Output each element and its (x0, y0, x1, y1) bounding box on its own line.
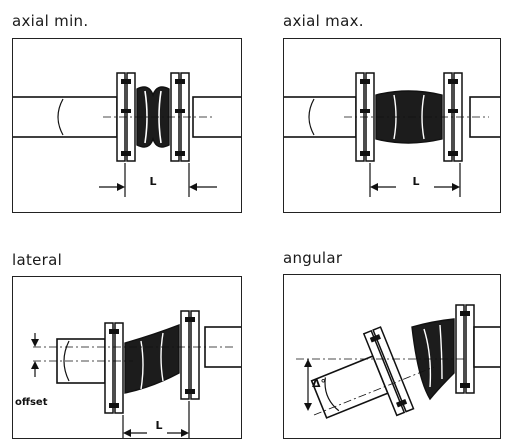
bellows (124, 323, 180, 394)
panel-axial-min: L (12, 38, 242, 213)
offset-label: offset (15, 397, 48, 408)
caption-angular: angular (283, 249, 343, 267)
caption-axial-min: axial min. (12, 12, 89, 30)
panel-axial-max: L (283, 38, 501, 213)
flange (372, 326, 415, 413)
flange (362, 329, 406, 417)
bellows (411, 318, 455, 401)
pipe-left (13, 96, 118, 138)
diagram-axial-max: L (284, 72, 500, 197)
flange (465, 304, 475, 394)
flange (180, 310, 190, 400)
flange (190, 310, 200, 400)
pipe-right (473, 326, 500, 368)
length-label: L (149, 175, 156, 188)
panel-angular: Δ° (283, 274, 501, 439)
caption-lateral: lateral (12, 251, 63, 269)
flange (104, 322, 114, 414)
flange (114, 322, 124, 414)
diagram-angular: Δ° (296, 304, 500, 419)
panel-lateral: offset L (12, 276, 242, 439)
diagram-lateral: offset L (15, 310, 241, 438)
length-label: L (155, 419, 162, 432)
diagram-axial-min: L (13, 72, 241, 197)
angle-label: Δ° (312, 377, 326, 390)
caption-axial-max: axial max. (283, 12, 364, 30)
flange (455, 304, 465, 394)
length-label: L (412, 175, 419, 188)
